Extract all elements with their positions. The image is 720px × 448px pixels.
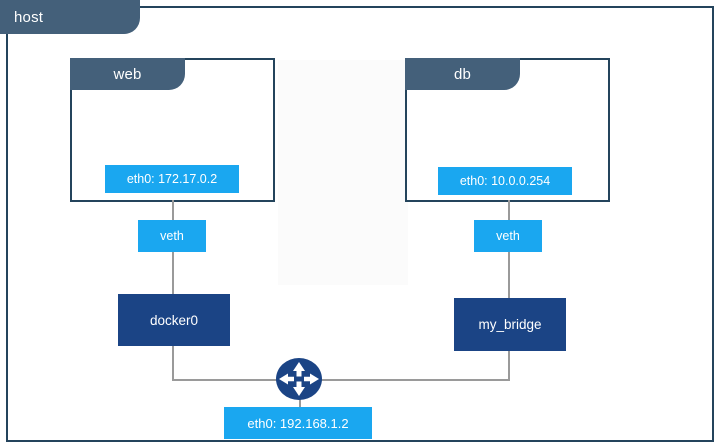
veth-chip-right[interactable]: veth [474,220,542,252]
connector-router-to-host-interface [299,392,301,410]
host-container [6,6,714,442]
container-web-label: web [113,65,142,83]
connector-mybridge-down [508,351,510,380]
interface-chip-db[interactable]: eth0: 10.0.0.254 [438,167,572,195]
connector-docker0-down [172,346,174,380]
bridge-docker0[interactable]: docker0 [118,294,230,346]
host-label-tab: host [0,0,140,34]
interface-chip-web-label: eth0: 172.17.0.2 [126,172,218,186]
connector-router-to-mybridge [310,379,510,381]
connector-db-to-veth [508,200,510,224]
connector-veth-to-docker0 [172,224,174,296]
host-label: host [14,8,44,26]
interface-chip-host[interactable]: eth0: 192.168.1.2 [224,407,372,439]
interface-chip-host-label: eth0: 192.168.1.2 [247,415,349,431]
interface-chip-web[interactable]: eth0: 172.17.0.2 [105,165,239,193]
container-db-label: db [453,65,472,83]
connector-web-to-veth [172,200,174,224]
bridge-my-bridge[interactable]: my_bridge [454,298,566,351]
bridge-docker0-label: docker0 [149,312,199,328]
bridge-my-bridge-label: my_bridge [478,317,542,332]
container-db-label-tab: db [405,58,520,90]
router-icon-svg [276,358,322,400]
veth-chip-left[interactable]: veth [138,220,206,252]
connector-docker0-to-router [172,379,296,381]
container-web-label-tab: web [70,58,185,90]
interface-chip-db-label: eth0: 10.0.0.254 [459,174,551,188]
connector-veth-to-mybridge [508,224,510,300]
veth-chip-right-label: veth [496,229,520,243]
center-background-wash [278,60,408,285]
veth-chip-left-label: veth [160,229,184,243]
router-icon[interactable] [275,357,323,401]
